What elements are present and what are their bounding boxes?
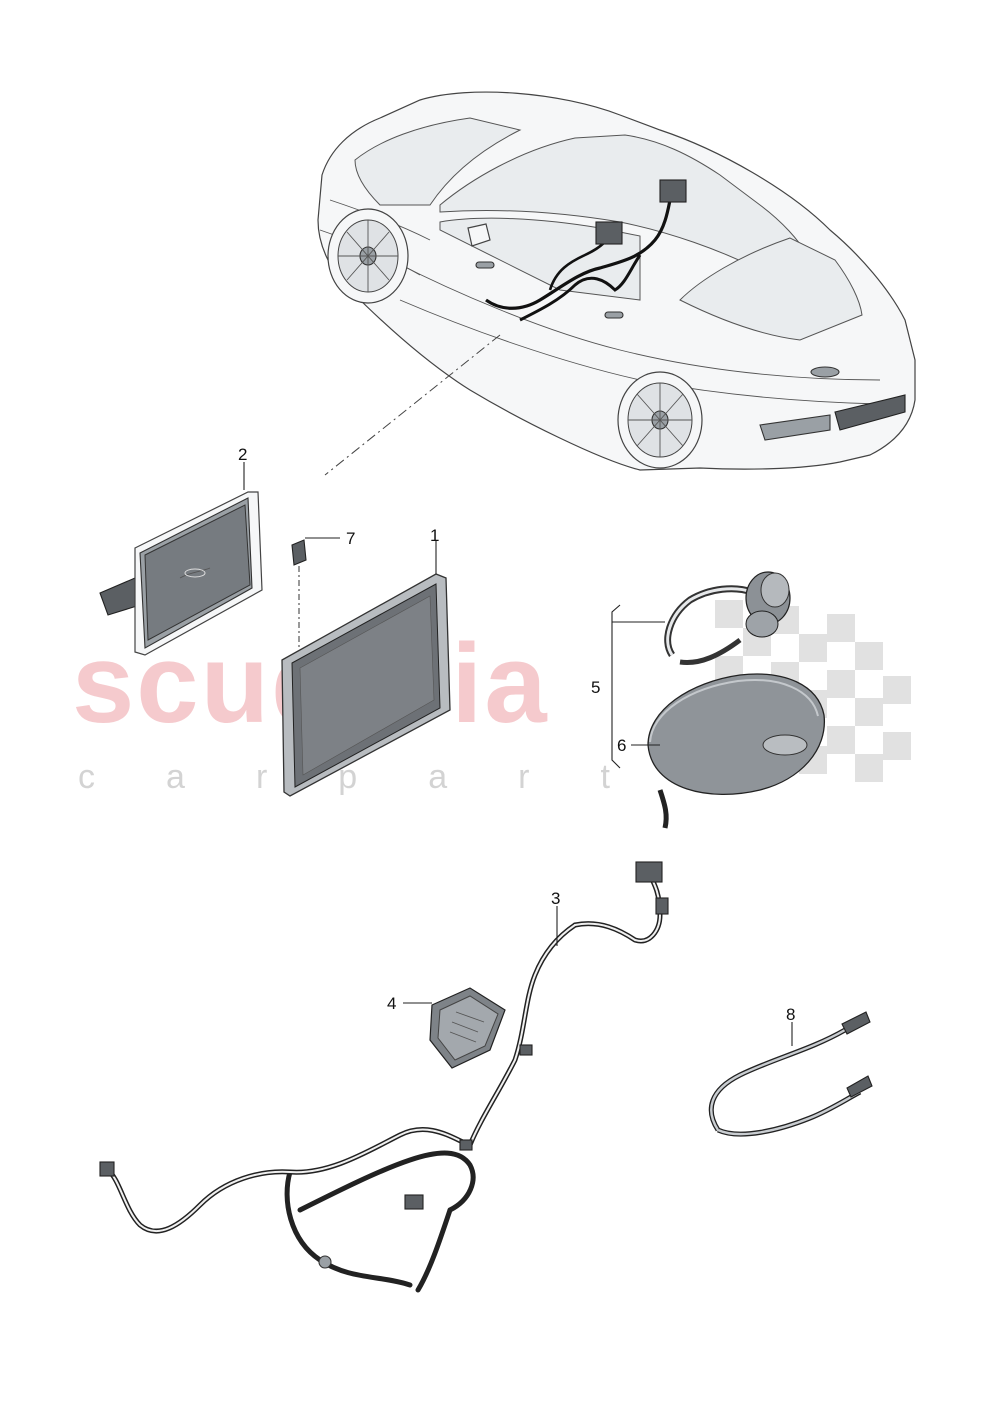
watermark-tagline: c a r p a r t s: [78, 758, 698, 796]
callout-1: 1: [430, 526, 439, 545]
callout-7: 7: [346, 529, 355, 548]
part-2-screen-housing: [99, 462, 263, 656]
callout-8: 8: [786, 1005, 795, 1024]
part-1-display: [281, 540, 451, 797]
callout-3: 3: [551, 889, 560, 908]
part-6-headphone-case: [631, 673, 825, 829]
car-to-part-leader: [324, 334, 501, 476]
part-3-wiring-harness: [99, 861, 669, 1293]
callout-2: 2: [238, 445, 247, 464]
part-5-bracket: [611, 604, 665, 769]
callout-5: 5: [591, 678, 600, 697]
callout-4: 4: [387, 994, 396, 1013]
part-8-usb-cable: [708, 1011, 873, 1137]
part-5-headphones: [664, 571, 791, 666]
part-7-clip: [291, 537, 340, 648]
part-4-control-module: [403, 987, 506, 1069]
car-illustration: [317, 91, 916, 471]
callout-6: 6: [617, 736, 626, 755]
